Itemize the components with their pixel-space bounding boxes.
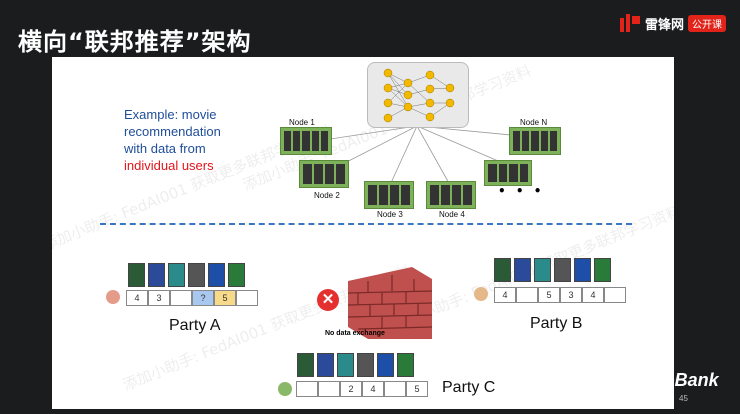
- example-line-highlight: individual users: [124, 158, 214, 173]
- node-label: Node N: [520, 118, 548, 127]
- movie-cover: [148, 263, 165, 287]
- movie-cover: [574, 258, 591, 282]
- brand-name: 雷锋网: [644, 17, 684, 33]
- user-b-avatar-icon: [474, 287, 488, 301]
- movie-cover: [228, 263, 245, 287]
- movie-cover: [534, 258, 551, 282]
- movie-cover: [377, 353, 394, 377]
- brand-logo: 雷锋网 公开课: [619, 12, 726, 34]
- example-line: Example: movie: [124, 107, 217, 122]
- movie-cover: [208, 263, 225, 287]
- rating-cell: 5: [214, 290, 236, 306]
- rating-cell: 4: [582, 287, 604, 303]
- movie-cover: [594, 258, 611, 282]
- brand-tag: 公开课: [688, 14, 726, 32]
- no-data-exchange-label: No data exchange: [325, 330, 385, 337]
- leifeng-logo-icon: [619, 14, 640, 32]
- party-c-movie-covers: [297, 353, 414, 377]
- movie-cover: [514, 258, 531, 282]
- movie-cover: [297, 353, 314, 377]
- node-label: Node 1: [289, 118, 315, 127]
- example-line: recommendation: [124, 124, 221, 139]
- party-b-rating-row: 4 5 3 4: [494, 287, 626, 303]
- rating-cell: ?: [192, 290, 214, 306]
- slide-content: 添加小助手: FedAI001 获取更多联邦学习资料 添加小助手: FedAI0…: [52, 57, 674, 409]
- section-divider: [100, 223, 632, 225]
- movie-cover: [188, 263, 205, 287]
- example-description: Example: movie recommendation with data …: [124, 106, 264, 174]
- user-c-avatar-icon: [278, 382, 292, 396]
- page-number: 45: [679, 394, 688, 403]
- node-4-movie-grid: [426, 181, 476, 209]
- movie-cover: [494, 258, 511, 282]
- node-label: Node 2: [314, 191, 340, 200]
- rating-cell: [516, 287, 538, 303]
- node-label: Node 3: [377, 210, 403, 219]
- no-data-x-icon: ✕: [317, 289, 339, 311]
- rating-cell: 4: [362, 381, 384, 397]
- movie-cover: [168, 263, 185, 287]
- user-a-avatar-icon: [106, 290, 120, 304]
- movie-cover: [357, 353, 374, 377]
- movie-cover: [397, 353, 414, 377]
- party-b-label: Party B: [530, 315, 583, 332]
- rating-cell: [170, 290, 192, 306]
- node-movie-grid: [484, 160, 532, 186]
- rating-cell: 2: [340, 381, 362, 397]
- rating-cell: [384, 381, 406, 397]
- node-2-movie-grid: [299, 160, 349, 188]
- party-a-rating-row: 4 3 ? 5: [126, 290, 258, 306]
- example-line: with data from: [124, 141, 206, 156]
- rating-cell: 4: [126, 290, 148, 306]
- rating-cell: [318, 381, 340, 397]
- movie-cover: [337, 353, 354, 377]
- movie-cover: [317, 353, 334, 377]
- node-n-movie-grid: [509, 127, 561, 155]
- slide-title: 横向“联邦推荐”架构: [18, 28, 252, 56]
- party-b-movie-covers: [494, 258, 611, 282]
- network-lines: [309, 125, 533, 186]
- rating-cell: 5: [538, 287, 560, 303]
- node-3-movie-grid: [364, 181, 414, 209]
- rating-cell: 4: [494, 287, 516, 303]
- movie-cover: [128, 263, 145, 287]
- central-server-icon: [367, 62, 469, 128]
- party-a-label: Party A: [169, 317, 221, 334]
- more-nodes-ellipsis: • • •: [498, 184, 545, 198]
- firewall-icon: [348, 267, 432, 339]
- rating-cell: 3: [148, 290, 170, 306]
- party-a-movie-covers: [128, 263, 245, 287]
- party-c-rating-row: 2 4 5: [296, 381, 428, 397]
- rating-cell: 3: [560, 287, 582, 303]
- webank-logo: WeBank: [648, 370, 719, 390]
- movie-cover: [554, 258, 571, 282]
- rating-cell: [296, 381, 318, 397]
- party-c-label: Party C: [442, 379, 496, 396]
- rating-cell: [236, 290, 258, 306]
- rating-cell: 5: [406, 381, 428, 397]
- node-label: Node 4: [439, 210, 465, 219]
- rating-cell: [604, 287, 626, 303]
- node-1-movie-grid: [280, 127, 332, 155]
